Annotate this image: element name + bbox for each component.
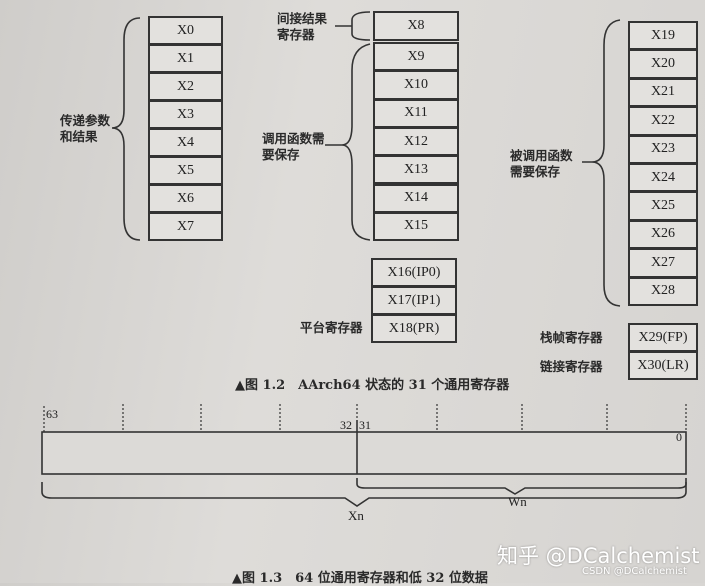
register-x25: X25 [628,191,698,221]
register-x12: X12 [373,126,459,157]
register-x28: X28 [628,276,698,306]
register-x14: X14 [373,183,459,213]
bit-31: 31 [359,418,371,432]
register-bar [41,431,687,475]
watermark-csdn: CSDN @DCalchemist [582,566,687,577]
bit-63: 63 [46,407,58,421]
register-x11: X11 [373,98,459,128]
register-x26: X26 [628,219,698,250]
register-x15: X15 [373,211,459,242]
bit-32: 32 [340,418,352,432]
caption-figure-1-2: ▲图 1.2 AArch64 状态的 31 个通用寄存器 [235,378,510,393]
label-frame-pointer: 栈帧寄存器 [540,330,603,345]
brace-callee [582,19,621,307]
register-x18: X18(PR) [371,314,457,343]
register-x4: X4 [148,128,223,157]
register-x29: X29(FP) [628,323,698,352]
register-x20: X20 [628,49,698,79]
register-x10: X10 [373,70,459,100]
label-caller-saved: 调用函数需要保存 [262,131,325,162]
caption-figure-1-3: ▲图 1.3 64 位通用寄存器和低 32 位数据 [232,571,488,586]
bit-0: 0 [676,430,682,444]
register-x22: X22 [628,106,698,136]
register-x30: X30(LR) [628,351,698,380]
register-x3: X3 [148,100,223,129]
register-x21: X21 [628,77,698,108]
register-x16: X16(IP0) [371,258,457,287]
label-wn: Wn [508,494,527,509]
label-link-register: 链接寄存器 [540,359,603,374]
register-x5: X5 [148,156,223,185]
brace-xn [41,482,687,507]
label-platform: 平台寄存器 [300,320,363,335]
brace-caller [325,43,371,241]
register-x27: X27 [628,248,698,278]
register-x6: X6 [148,184,223,213]
brace-indirect [335,11,371,41]
register-x17: X17(IP1) [371,286,457,315]
register-x24: X24 [628,163,698,193]
register-x1: X1 [148,44,223,73]
register-x23: X23 [628,134,698,164]
register-x19: X19 [628,21,698,51]
register-x0: X0 [148,16,223,45]
label-argument-registers: 传递参数和结果 [60,113,111,144]
brace-left [111,17,141,241]
label-xn: Xn [348,508,364,523]
register-x13: X13 [373,155,459,185]
brace-wn [356,478,687,495]
register-x9: X9 [373,42,459,72]
register-x8: X8 [373,11,459,41]
label-indirect-result: 间接结果寄存器 [277,11,328,42]
register-x7: X7 [148,212,223,241]
watermark-zhihu: 知乎 @DCalchemist [497,544,700,568]
label-callee-saved: 被调用函数需要保存 [510,148,573,179]
register-x2: X2 [148,72,223,101]
